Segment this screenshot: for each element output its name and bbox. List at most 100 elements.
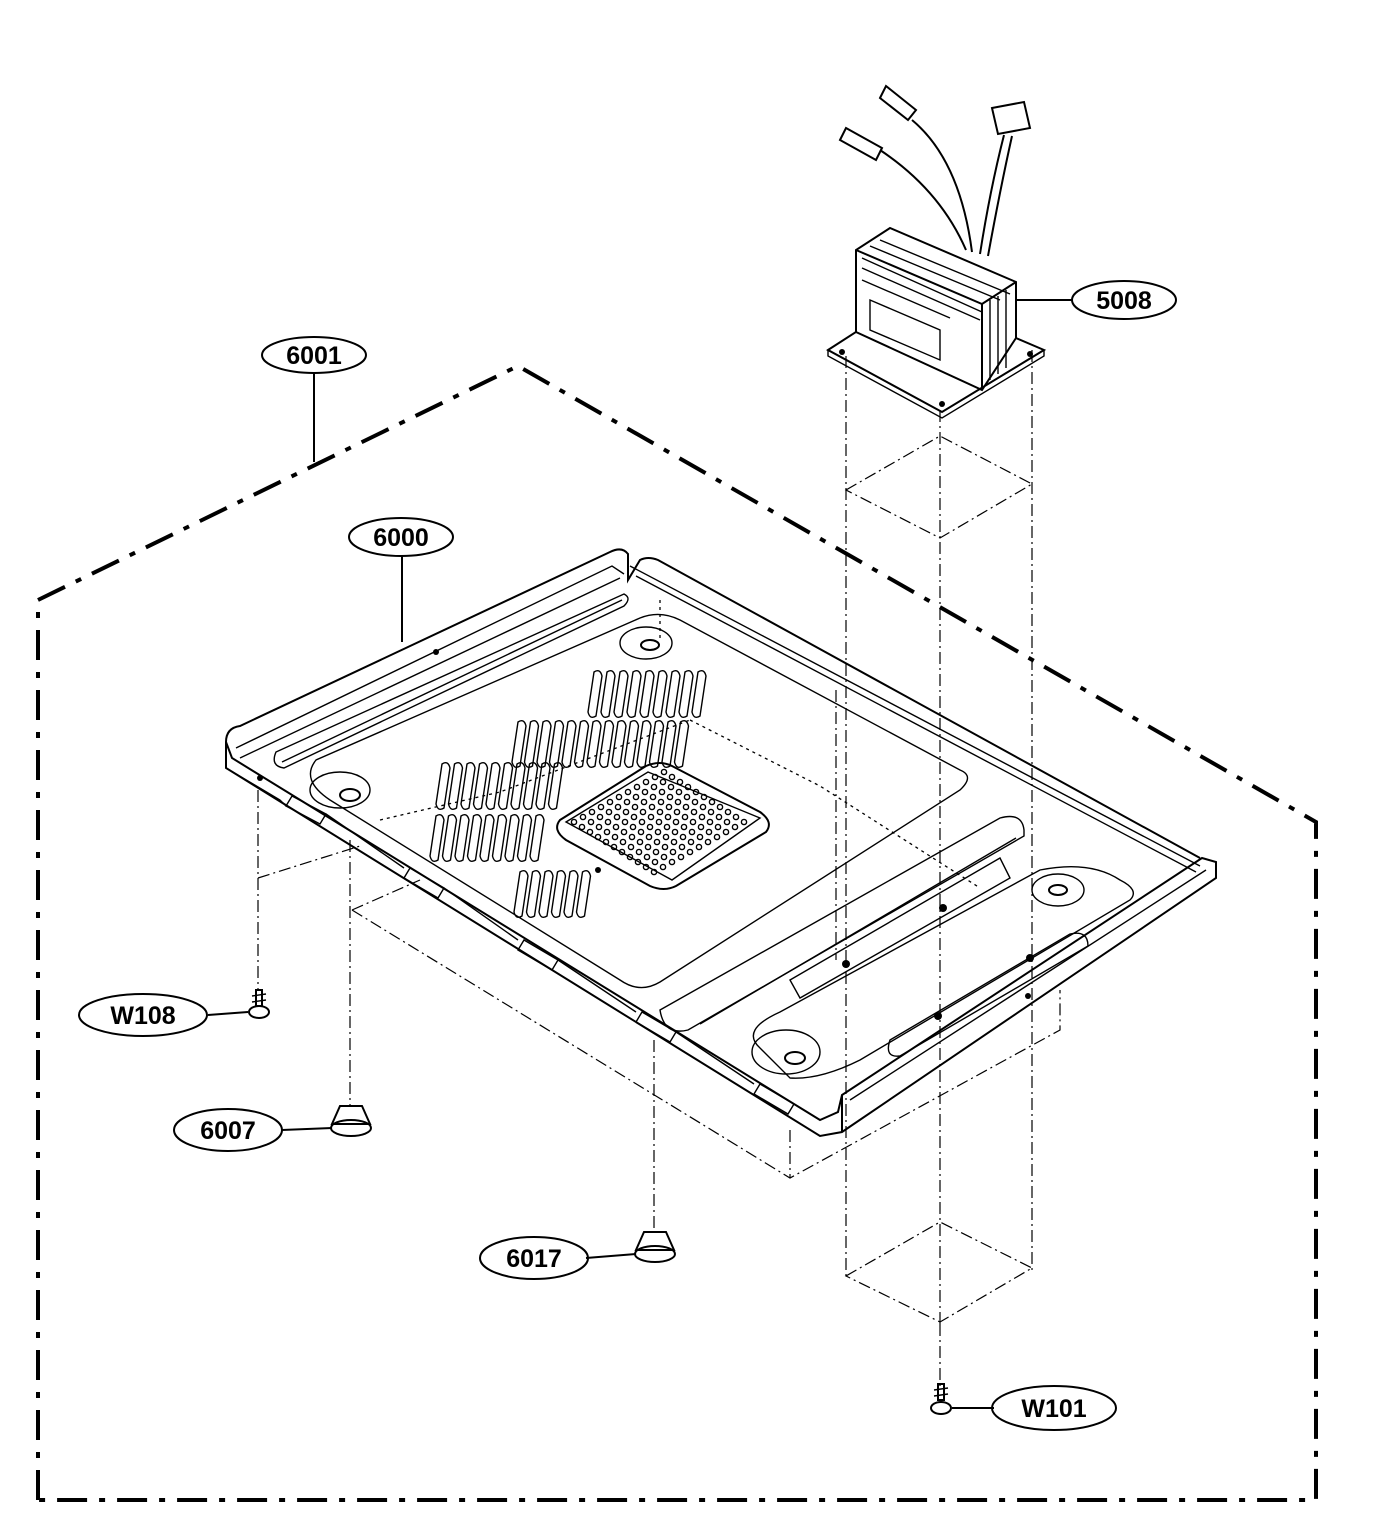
- grille-hole: [669, 848, 677, 856]
- grille-hole: [675, 788, 683, 796]
- callout-6017: 6017: [479, 1236, 589, 1280]
- grille-hole: [714, 823, 722, 831]
- grille-hole: [676, 778, 684, 786]
- grille-hole: [690, 808, 698, 816]
- louvre-slot: [661, 719, 677, 769]
- grille-hole: [652, 848, 660, 856]
- louvre-slot: [535, 761, 551, 811]
- grille-hole: [687, 838, 695, 846]
- grille-hole: [645, 833, 653, 841]
- grille-hole: [682, 803, 690, 811]
- callout-6001: 6001: [261, 336, 367, 374]
- grille-hole: [635, 848, 643, 856]
- base-plate: [225, 548, 1217, 1138]
- grille-hole: [671, 828, 679, 836]
- grille-hole: [597, 803, 605, 811]
- grille-hole: [677, 853, 685, 861]
- grille-hole: [691, 798, 699, 806]
- transformer: [826, 84, 1047, 419]
- grille-hole: [621, 818, 629, 826]
- grille-hole: [606, 798, 614, 806]
- foot-6007: [330, 1105, 372, 1137]
- callout-6000-label: 6000: [373, 524, 429, 552]
- louvre-slot: [673, 719, 690, 769]
- grille-hole: [587, 818, 595, 826]
- grille-hole: [611, 833, 619, 841]
- grille-hole: [699, 803, 707, 811]
- callout-6017-label: 6017: [506, 1245, 562, 1273]
- grille-hole: [639, 808, 647, 816]
- louvre-slot: [441, 813, 458, 863]
- grille-hole: [612, 823, 620, 831]
- grille-hole: [680, 823, 688, 831]
- grille-hole: [613, 813, 621, 821]
- callout-W101: W101: [991, 1385, 1117, 1431]
- grille-hole: [695, 843, 703, 851]
- louvre-slot: [678, 669, 694, 719]
- louvre-slot: [626, 669, 642, 719]
- grille-hole: [620, 828, 628, 836]
- grille-hole: [700, 793, 708, 801]
- callout-W108: W108: [78, 993, 208, 1037]
- grille-hole: [624, 788, 632, 796]
- grille-hole: [622, 808, 630, 816]
- grille-hole: [660, 768, 668, 776]
- grille-hole: [638, 818, 646, 826]
- grille-hole: [629, 823, 637, 831]
- louvre-slot: [516, 813, 533, 863]
- grille-hole: [647, 813, 655, 821]
- callout-6007-label: 6007: [200, 1117, 256, 1145]
- louvre-slot: [563, 869, 579, 919]
- grille-hole: [626, 853, 634, 861]
- grille-hole: [661, 843, 669, 851]
- grille-hole: [706, 818, 714, 826]
- grille-hole: [731, 823, 739, 831]
- hidden-lines: [257, 600, 1061, 1230]
- louvre-slot: [613, 669, 629, 719]
- louvre-slot: [538, 869, 554, 919]
- grille-hole: [723, 818, 731, 826]
- grille-hole: [663, 823, 671, 831]
- grille-hole: [605, 808, 613, 816]
- leader-lines: [207, 299, 1072, 1409]
- grille-hole: [637, 828, 645, 836]
- grille-hole: [668, 858, 676, 866]
- callout-6007: 6007: [173, 1108, 283, 1152]
- grille-hole: [610, 843, 618, 851]
- grille-hole: [651, 858, 659, 866]
- foot-6017: [634, 1231, 676, 1263]
- louvre-slot: [479, 813, 495, 863]
- grille-hole: [704, 838, 712, 846]
- grille-hole: [713, 833, 721, 841]
- grille-hole: [578, 823, 586, 831]
- louvre-slot: [435, 761, 451, 811]
- grille-hole: [678, 843, 686, 851]
- grille-hole: [708, 798, 716, 806]
- grille-hole: [657, 798, 665, 806]
- grille-hole: [662, 833, 670, 841]
- louvre-slot: [611, 719, 627, 769]
- grille-hole: [716, 803, 724, 811]
- grille-hole: [740, 818, 748, 826]
- grille-hole: [614, 803, 622, 811]
- louvre-slot: [536, 719, 552, 769]
- grille-hole: [688, 828, 696, 836]
- grille-hole: [707, 808, 715, 816]
- grille-hole: [628, 833, 636, 841]
- grille-hole: [602, 838, 610, 846]
- grille-hole: [649, 793, 657, 801]
- louvre-slot: [522, 761, 539, 811]
- grille-hole: [656, 808, 664, 816]
- grille-hole: [586, 828, 594, 836]
- louvre-slot: [466, 813, 483, 863]
- grille-hole: [653, 838, 661, 846]
- grille-hole: [648, 803, 656, 811]
- grille-hole: [634, 858, 642, 866]
- louvre-slot: [639, 669, 655, 719]
- grille-hole: [644, 843, 652, 851]
- grille-hole: [631, 803, 639, 811]
- louvre-slot: [600, 669, 616, 719]
- grille-hole: [615, 793, 623, 801]
- grille-hole: [650, 783, 658, 791]
